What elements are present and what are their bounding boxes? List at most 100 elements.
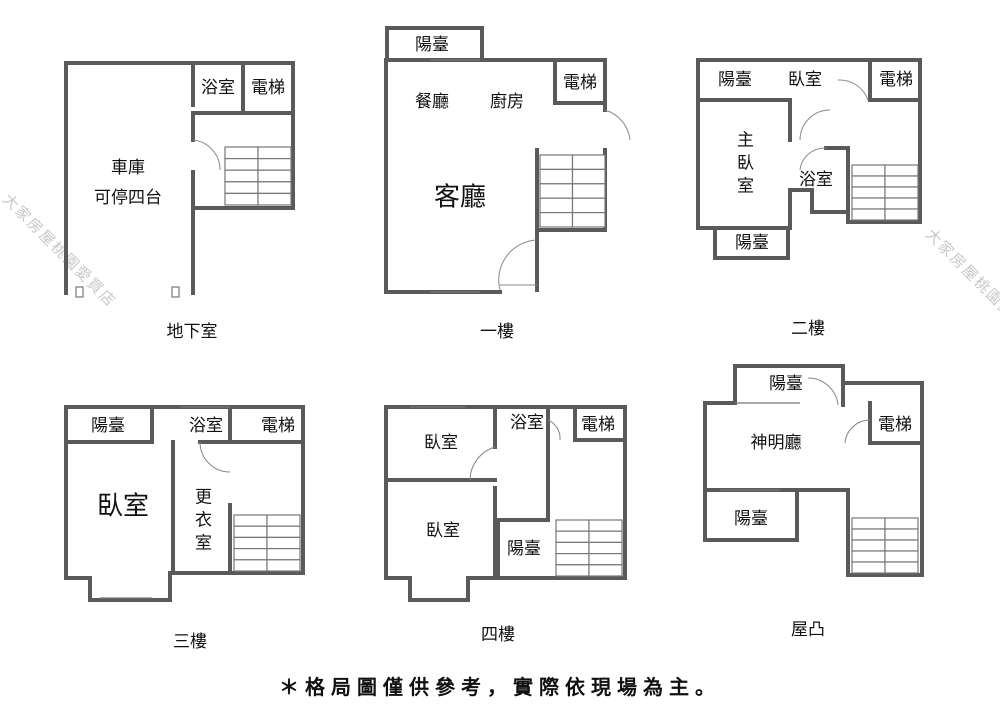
door-swing	[807, 377, 871, 444]
stair-tread	[539, 197, 574, 214]
room-label-balcony-bottom: 陽臺	[734, 509, 768, 529]
stair-tread	[884, 186, 919, 199]
room-label-living: 客廳	[434, 183, 486, 213]
stair-tread	[257, 146, 292, 160]
stair-tread	[555, 541, 590, 555]
room-label-elevator: 電梯	[879, 70, 913, 90]
stair-tread	[224, 146, 259, 160]
window	[100, 406, 230, 599]
room-label-bedroom-2: 臥室	[426, 521, 460, 541]
stair-tread	[266, 525, 301, 539]
room-label-balcony: 陽臺	[91, 416, 125, 436]
stair-tread	[884, 561, 919, 574]
stair-tread	[257, 192, 292, 206]
staircase	[224, 146, 292, 206]
room-label-elevator: 電梯	[878, 415, 912, 435]
staircase	[233, 514, 301, 572]
floor-title-basement: 地下室	[167, 322, 218, 342]
room-label-balcony-top: 陽臺	[769, 374, 803, 394]
room-label-elevator: 電梯	[563, 73, 597, 93]
walls	[64, 61, 295, 295]
stair-tread	[539, 168, 574, 185]
door-swing	[199, 441, 231, 473]
stair-tread	[851, 517, 886, 530]
stair-tread	[571, 212, 606, 228]
stair-tread	[257, 158, 292, 171]
stair-tread	[884, 517, 919, 530]
walls	[64, 405, 305, 602]
room-label-balcony: 陽臺	[507, 539, 541, 559]
staircase	[851, 164, 919, 221]
staircase	[555, 519, 623, 577]
stair-tread	[588, 552, 623, 566]
room-label-bedroom-1: 臥室	[424, 433, 458, 453]
stair-tread	[555, 552, 590, 566]
stair-tread	[555, 519, 590, 532]
room-label-elevator: 電梯	[261, 416, 295, 436]
floor-plan-2f: 陽臺 臥室 電梯 主臥室 浴室 陽臺 二樓	[696, 58, 922, 339]
garage-note: 可停四台	[94, 188, 162, 208]
door-swing	[799, 79, 869, 171]
stair-tread	[224, 158, 259, 171]
stair-tread	[555, 564, 590, 577]
stair-tread	[266, 536, 301, 550]
stair-tread	[884, 164, 919, 177]
stair-tread	[851, 550, 886, 563]
floor-plan-roof: 陽臺 電梯 神明廳 陽臺 屋凸	[703, 364, 924, 640]
room-label-shrine: 神明廳	[751, 433, 802, 453]
stair-tread	[224, 192, 259, 206]
room-label-dining: 餐廳	[415, 92, 449, 112]
floor-title-3f: 三樓	[173, 632, 207, 652]
stair-tread	[588, 519, 623, 532]
stair-tread	[233, 559, 268, 572]
room-label-garage: 車庫	[111, 158, 145, 178]
stair-tread	[555, 530, 590, 544]
room-label-elevator: 電梯	[581, 415, 615, 435]
stair-tread	[884, 197, 919, 210]
stair-tread	[851, 186, 886, 199]
room-label-bedroom: 臥室	[788, 70, 822, 90]
staircase	[539, 154, 606, 228]
stair-tread	[884, 550, 919, 563]
floor-title-roof: 屋凸	[791, 620, 825, 640]
stair-tread	[884, 539, 919, 552]
stair-tread	[851, 197, 886, 210]
stair-tread	[539, 154, 574, 170]
floor-plan-4f: 臥室 浴室 電梯 臥室 陽臺 四樓	[384, 405, 627, 645]
stair-tread	[571, 154, 606, 170]
room-label-bath: 浴室	[510, 413, 544, 433]
pillar	[75, 286, 84, 298]
room-label-kitchen: 廚房	[490, 91, 524, 112]
stair-tread	[588, 541, 623, 555]
walls	[384, 405, 627, 602]
room-label-master-bedroom: 主臥室	[733, 130, 754, 199]
room-label-bedroom: 臥室	[97, 492, 149, 522]
floor-plan-basement: 浴室 電梯 車庫 可停四台 地下室	[64, 61, 295, 342]
stair-tread	[851, 175, 886, 188]
stair-tread	[571, 168, 606, 185]
stair-tread	[233, 536, 268, 550]
stair-tread	[266, 514, 301, 527]
footnote: ＊格局圖僅供參考，實際依現場為主。	[279, 675, 721, 699]
stair-tread	[884, 528, 919, 541]
stair-tread	[257, 181, 292, 195]
stair-tread	[588, 564, 623, 577]
stair-tread	[588, 530, 623, 544]
watermark: 大家房屋桃園愛買店	[0, 190, 120, 311]
stair-tread	[851, 164, 886, 177]
window	[720, 402, 800, 491]
room-label-balcony-bottom: 陽臺	[735, 233, 769, 253]
stair-tread	[851, 561, 886, 574]
stair-tread	[233, 547, 268, 561]
window	[430, 59, 480, 293]
stair-tread	[571, 197, 606, 214]
floor-plan-3f: 陽臺 浴室 電梯 臥室 更衣室 三樓	[64, 405, 305, 652]
balcony-walls	[385, 26, 484, 62]
room-label-closet: 更衣室	[191, 488, 212, 557]
stair-tread	[266, 559, 301, 572]
stair-tread	[851, 208, 886, 221]
stair-tread	[851, 528, 886, 541]
stair-tread	[233, 525, 268, 539]
staircase	[851, 517, 919, 574]
stair-tread	[257, 169, 292, 183]
